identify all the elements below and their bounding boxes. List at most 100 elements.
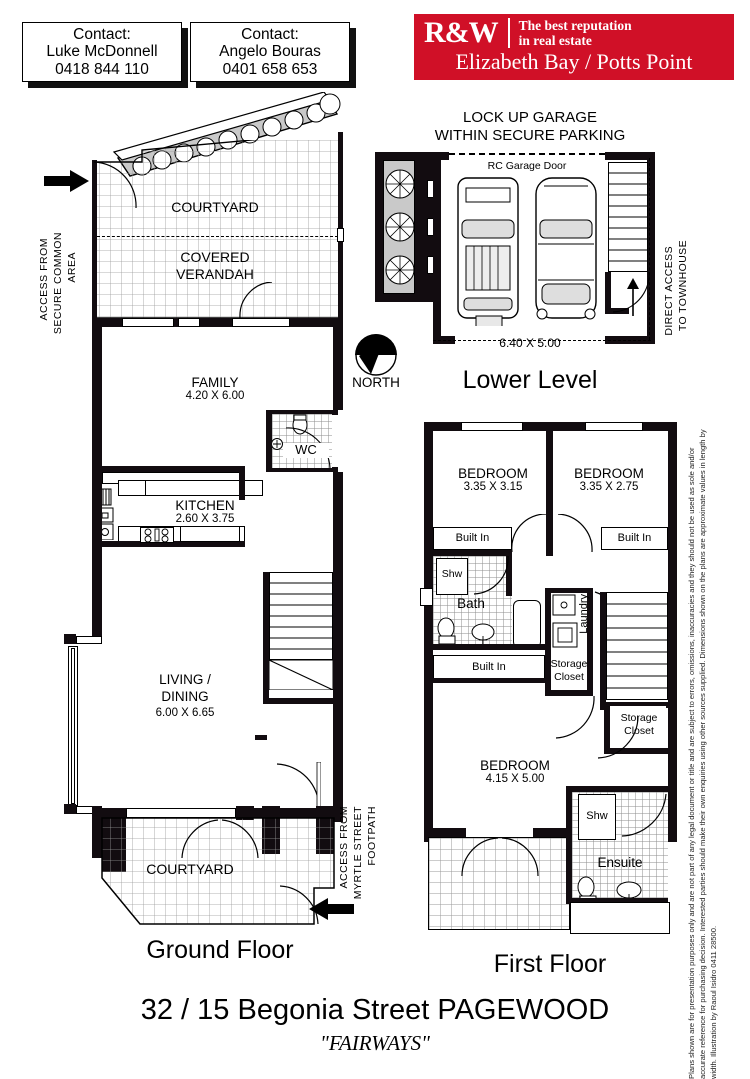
ll-car-1	[457, 177, 519, 326]
ff-bath-window	[420, 588, 433, 606]
gf-family-name: FAMILY	[191, 375, 239, 390]
logo-top-row: R&W The best reputation in real estate	[414, 14, 734, 52]
gf-courtyard-left-wall	[92, 160, 97, 320]
gf-lower-courtyard	[101, 817, 335, 925]
ff-storage-closet-2-line2: Closet	[624, 725, 654, 737]
ff-storage1-door-arc	[555, 695, 595, 739]
gf-living-door-arc	[276, 762, 321, 810]
gf-courtyard-right-wall	[338, 132, 343, 320]
ff-bedroom2-name: BEDROOM	[574, 466, 644, 481]
first-floor-title: First Floor	[493, 950, 607, 978]
gf-family-label: FAMILY 4.20 X 6.00	[140, 375, 290, 403]
ff-shower-2	[578, 794, 616, 840]
gf-verandah-dbl-door-arc	[181, 819, 259, 859]
ll-stair-landing-wall	[605, 272, 611, 314]
ff-bath-label: Bath	[457, 596, 485, 611]
gf-family-window-1	[122, 318, 174, 327]
ll-store-items	[385, 169, 415, 285]
ll-townhouse-door-arc	[612, 272, 650, 313]
gf-living-label-line1: LIVING /	[159, 672, 211, 687]
ff-storage2-bottom-wall	[604, 748, 668, 754]
logo-tagline-line1: The best reputation	[518, 17, 632, 33]
ff-built-in-1-label: Built In	[455, 532, 490, 544]
ff-balcony-tiles	[428, 837, 570, 930]
gf-myrtle-label-line1: ACCESS FROM	[338, 806, 350, 889]
ll-dashed-boundary-v	[649, 158, 650, 340]
gf-verandah-label-line1: COVERED	[180, 249, 250, 265]
contact-2-name: Angelo Bouras	[219, 43, 321, 61]
lower-level-heading-line1: LOCK UP GARAGE	[463, 109, 597, 126]
ll-stair-treads	[608, 172, 648, 262]
ll-garage-left-wall	[433, 152, 441, 344]
gf-courtyard-gate-arc	[279, 885, 319, 925]
gf-myrtle-label-line2: MYRTLE STREET	[352, 806, 364, 900]
ff-bedroom3-dim: 4.15 X 5.00	[485, 773, 545, 786]
gf-kitchen-cooktop	[140, 527, 174, 543]
property-address: 32 / 15 Begonia Street PAGEWOOD	[140, 994, 610, 1026]
ff-bedroom2-label: BEDROOM 3.35 X 2.75	[553, 466, 665, 494]
ff-storage1-left-wall	[545, 650, 551, 694]
ff-ensuite-bottom-wall	[566, 898, 668, 904]
ff-storage2-door-arc	[597, 715, 639, 759]
ff-bedroom-divider	[546, 422, 553, 540]
ff-bedroom1-name: BEDROOM	[458, 466, 528, 481]
ff-shower-2-label: Shw	[586, 810, 608, 822]
ff-storage1-bottom-wall	[545, 690, 593, 696]
gf-stair-wall-left	[263, 572, 269, 702]
logo-brand: R&W	[424, 16, 499, 49]
gf-courtyard-label: COURTYARD	[171, 199, 259, 215]
contact-2-phone: 0401 658 653	[222, 60, 318, 78]
lower-level-title: Lower Level	[462, 366, 598, 394]
ground-floor-title: Ground Floor	[146, 936, 294, 964]
logo-region: Elizabeth Bay / Potts Point	[455, 49, 693, 74]
ff-bathtub	[513, 600, 541, 648]
agency-logo: R&W The best reputation in real estate E…	[414, 14, 734, 80]
gf-kitchen-top-wall	[102, 466, 242, 472]
gf-living-pier-1	[236, 806, 254, 820]
contact-1-heading: Contact:	[73, 25, 131, 43]
ff-bedroom3-bottom-wall-l	[424, 828, 466, 837]
compass-label: NORTH	[352, 375, 400, 390]
ff-laundry-label: Laundry	[578, 594, 590, 634]
ff-bedroom3-bottom-wall-r	[533, 828, 571, 837]
gf-window-stop-bottom	[64, 804, 76, 814]
ff-balcony-door-arc	[461, 838, 539, 877]
contact-1-phone: 0418 844 110	[55, 60, 149, 78]
ff-stairs	[606, 592, 668, 700]
gf-verandah-label-line2: VERANDAH	[176, 266, 254, 282]
gf-kitchen-island	[180, 526, 240, 542]
ff-bath-bottom-wall	[433, 644, 545, 650]
ff-built-in-2-label: Built In	[617, 532, 652, 544]
gf-left-wall-upper	[92, 318, 102, 470]
gf-wc-bottom-wall	[266, 467, 338, 472]
ll-townhouse-up-arrow	[627, 278, 639, 316]
gf-kitchen-right-wall	[239, 466, 245, 500]
logo-tagline-line2: in real estate	[518, 33, 592, 48]
ff-right-wall	[668, 422, 677, 842]
gf-family-window-3	[232, 318, 290, 327]
gf-access-secure-label-line2: SECURE COMMON	[52, 232, 64, 335]
ll-dashed-boundary-h	[433, 340, 651, 341]
gf-family-window-2	[178, 318, 200, 327]
ll-rc-garage-door	[449, 153, 605, 155]
ff-bath-door-arc	[473, 556, 509, 595]
gf-stair-treads	[269, 582, 333, 690]
ff-storage1-right-wall	[587, 650, 593, 694]
gf-wc-left-wall	[266, 410, 272, 472]
ff-shower-1-label: Shw	[441, 568, 463, 580]
gf-access-secure-label-line3: AREA	[66, 252, 78, 283]
gf-wc-label: WC	[283, 442, 329, 458]
gf-family-dim: 4.20 X 6.00	[185, 390, 245, 403]
ll-car-2	[535, 177, 597, 320]
ff-bath-right-wall	[506, 556, 512, 596]
gf-right-wall-upper	[333, 318, 343, 410]
gf-living-dim: 6.00 X 6.65	[155, 707, 215, 719]
gf-wc-fixtures	[272, 414, 331, 469]
ff-ensuite-top-wall	[566, 786, 668, 792]
ff-hall-wall-1	[433, 550, 512, 556]
ff-bedroom1-door-arc	[512, 514, 546, 552]
contact-1-name: Luke McDonnell	[46, 43, 158, 61]
gf-secure-access-arrow	[44, 170, 89, 192]
contact-card-1: Contact: Luke McDonnell 0418 844 110	[22, 22, 182, 82]
ff-laundry-right-wall	[587, 588, 593, 650]
